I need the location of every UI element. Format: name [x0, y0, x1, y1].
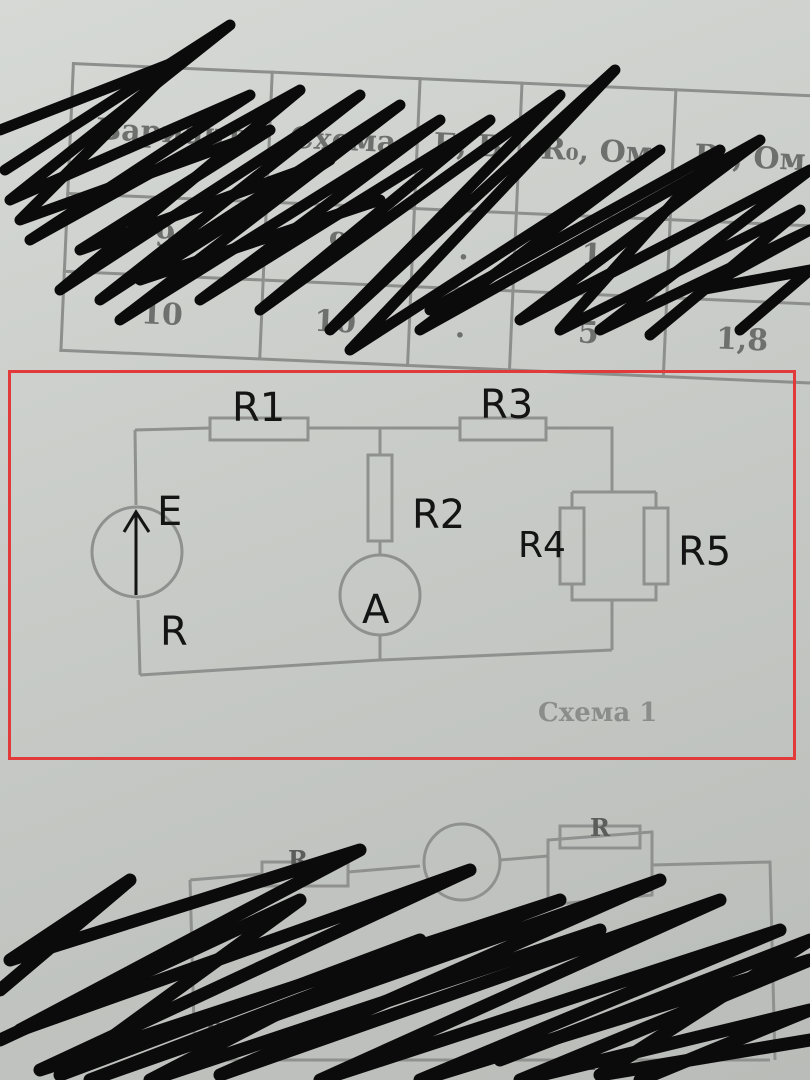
label-r5: R5	[678, 529, 732, 575]
wire	[570, 584, 658, 602]
wire	[133, 429, 138, 506]
label-r3: R3	[480, 382, 534, 428]
lower-label: R	[590, 813, 611, 842]
emf-source	[90, 505, 184, 599]
wire	[134, 426, 211, 432]
wire	[136, 599, 142, 676]
emf-arrow-icon	[122, 509, 151, 595]
wire	[546, 426, 614, 492]
label-r1: R1	[232, 385, 286, 431]
label-e: E	[157, 489, 183, 535]
label-ammeter: A	[362, 587, 390, 633]
circuit-caption: Схема 1	[538, 698, 658, 728]
selection-frame	[8, 370, 796, 760]
label-r2: R2	[412, 492, 466, 538]
label-r4: R4	[518, 525, 566, 566]
label-r0: R	[160, 609, 188, 655]
